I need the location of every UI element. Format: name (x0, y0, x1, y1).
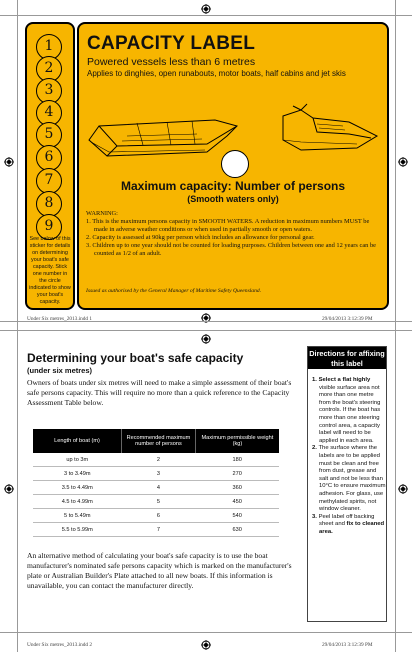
direction-step: 2. The surface where the labels are to b… (312, 445, 386, 513)
step-number: 2. (312, 445, 317, 452)
capacity-label: CAPACITY LABEL Powered vessels less than… (77, 22, 389, 310)
number-sticker-6[interactable]: 6 (36, 145, 62, 171)
number-sticker-1[interactable]: 1 (36, 34, 62, 60)
table-cell: 2 (121, 453, 196, 467)
registration-mark (201, 334, 211, 344)
registration-mark (4, 484, 14, 494)
boats-illustration (88, 103, 379, 157)
table-header: Recommended maximum number of persons (121, 429, 196, 453)
registration-mark (4, 157, 14, 167)
slug-date: 29/04/2013 3:12:39 PM (322, 316, 373, 322)
trim-line (0, 321, 412, 322)
direction-step: 1. Select a flat highly visible surface … (312, 377, 386, 445)
trim-line (0, 632, 412, 633)
table-cell: 4.5 to 4.99m (33, 494, 122, 509)
sticker-instructions: See below of this sticker for details on… (29, 236, 71, 305)
step-bold-text: fix to cleaned area. (319, 521, 385, 535)
registration-mark (398, 484, 408, 494)
trim-line (17, 0, 18, 652)
directions-list: 1. Select a flat highly visible surface … (312, 377, 386, 536)
registration-mark (201, 640, 211, 650)
number-sticker-4[interactable]: 4 (36, 100, 62, 126)
step-text: Peel label off backing sheet and (318, 513, 375, 528)
table-cell: 3 to 3.49m (33, 466, 122, 481)
trim-line (0, 330, 412, 331)
table-cell: 6 (121, 508, 196, 523)
table-header: Maximum permissible weight (kg) (195, 429, 279, 453)
table-cell: 270 (195, 466, 279, 481)
registration-mark (201, 4, 211, 14)
number-sticker-strip: 1 2 3 4 5 6 7 8 9 See below of this stic… (25, 22, 75, 310)
page-heading: Determining your boat's safe capacity (27, 351, 244, 365)
warning-item: 1. This is the maximum persons capacity … (86, 218, 370, 233)
warning-list: 1. This is the maximum persons capacity … (86, 218, 384, 258)
table-header: Length of boat (m) (33, 429, 123, 453)
direction-step: 3. Peel label off backing sheet and fix … (312, 514, 386, 537)
table-cell: 450 (195, 494, 279, 509)
page-subheading: (under six metres) (27, 366, 93, 375)
step-text: The surface where the labels are to be a… (318, 445, 386, 513)
warning-item: 3. Children up to one year should not be… (86, 242, 376, 257)
alternative-method-paragraph: An alternative method of calculating you… (27, 551, 292, 590)
label-title: CAPACITY LABEL (87, 33, 256, 54)
intro-paragraph: Owners of boats under six metres will ne… (27, 378, 292, 407)
smooth-waters-note: (Smooth waters only) (187, 194, 279, 204)
table-cell: up to 3m (33, 453, 122, 467)
warning-block: WARNING: 1. This is the maximum persons … (86, 210, 384, 258)
directions-heading: Directions for affixing this label (308, 347, 386, 369)
table-cell: 630 (195, 522, 279, 537)
capacity-table: Length of boat (m) Recommended maximum n… (33, 429, 279, 537)
table-cell: 5 (121, 494, 196, 509)
table-cell: 360 (195, 480, 279, 495)
step-number: 3. (312, 513, 317, 520)
number-sticker-9[interactable]: 9 (36, 214, 62, 240)
slug-filename: Under Six metres_2013.indd 2 (27, 642, 93, 648)
slug-filename: Under Six metres_2013.indd 1 (27, 316, 93, 322)
table-cell: 5.5 to 5.99m (33, 522, 122, 537)
table-cell: 3.5 to 4.49m (33, 480, 122, 495)
max-capacity-heading: Maximum capacity: Number of persons (120, 179, 346, 193)
capacity-number-circle (221, 150, 249, 178)
warning-title: WARNING: (86, 210, 118, 217)
table-cell: 4 (121, 480, 196, 495)
registration-mark (398, 157, 408, 167)
label-applies-to: Applies to dinghies, open runabouts, mot… (87, 69, 346, 78)
label-subtitle: Powered vessels less than 6 metres (87, 56, 256, 68)
table-cell: 180 (195, 453, 279, 467)
number-sticker-5[interactable]: 5 (36, 122, 62, 148)
table-cell: 3 (121, 466, 196, 481)
trim-line (0, 15, 412, 16)
table-cell: 540 (195, 508, 279, 523)
issued-by-note: Issued as authorised by the General Mana… (86, 288, 262, 294)
table-cell: 7 (121, 522, 196, 537)
slug-date: 29/04/2013 3:12:39 PM (322, 642, 373, 648)
trim-line (395, 0, 396, 652)
step-number: 1. (312, 377, 317, 383)
step-bold-text: Select a flat highly (318, 377, 371, 383)
number-sticker-2[interactable]: 2 (36, 56, 62, 82)
directions-panel: Directions for affixing this label 1. Se… (307, 346, 387, 622)
step-text: visible surface area not more than one m… (319, 384, 381, 444)
table-cell: 5 to 5.49m (33, 508, 122, 523)
warning-item: 2. Capacity is assessed at 90kg per pers… (86, 234, 315, 241)
registration-mark (201, 313, 211, 323)
